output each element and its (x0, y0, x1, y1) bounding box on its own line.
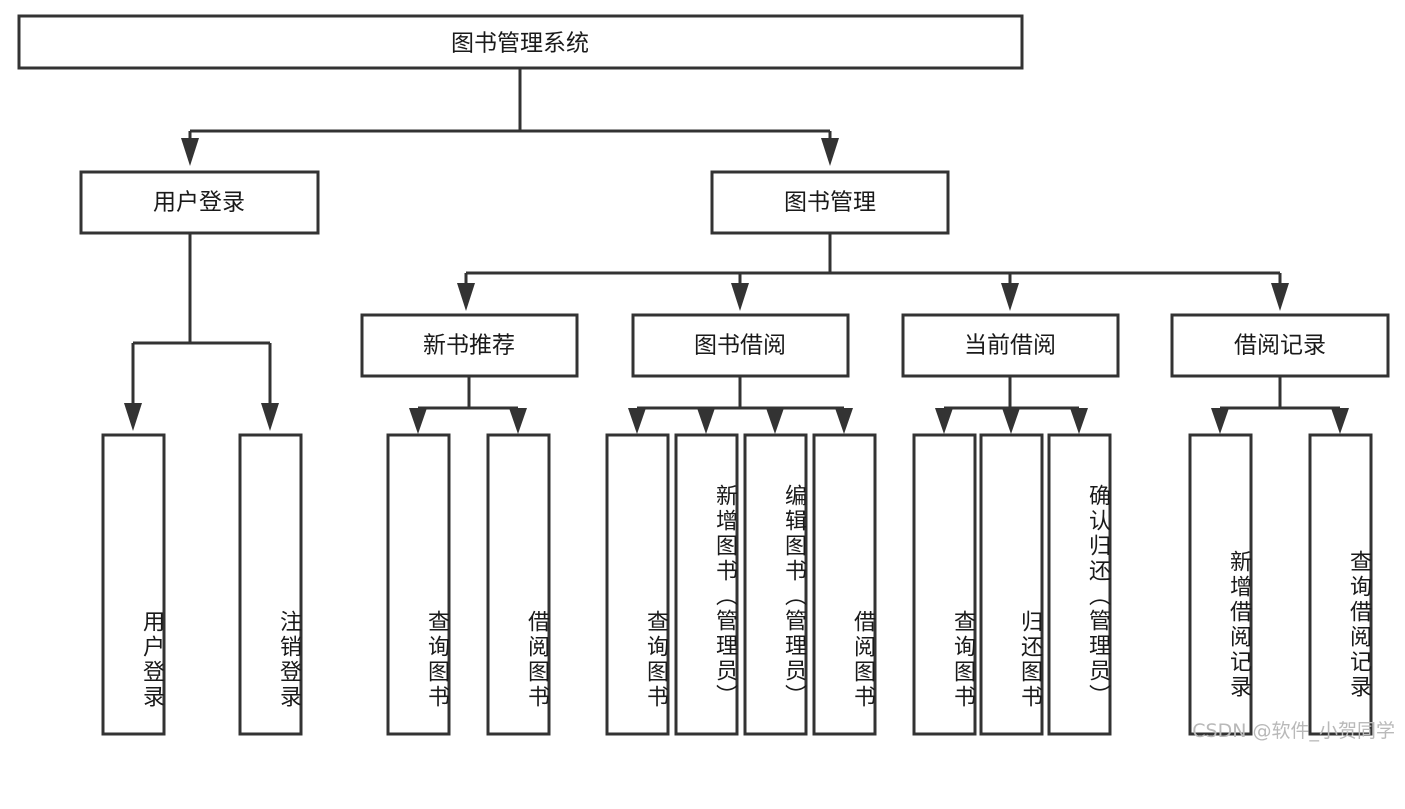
arrow-head-leaf-add-record (1211, 408, 1229, 434)
node-leaf-user-logout-box[interactable] (238, 433, 303, 736)
node-current-borrow-label: 当前借阅 (964, 333, 1056, 359)
node-leaf-user-login-box[interactable] (101, 433, 166, 736)
arrow-head-leaf-query-record (1331, 408, 1349, 434)
connector-group-book-borrow (628, 376, 853, 434)
node-new-book-rec[interactable]: 新书推荐 (360, 313, 579, 378)
arrow-head-leaf-add-book (697, 408, 715, 434)
arrow-head-leaf-query-book-2 (628, 408, 646, 434)
arrow-head-leaf-query-book-3 (935, 408, 953, 434)
node-leaf-query-book-2-box[interactable] (605, 433, 670, 736)
arrow-head-book-borrow (731, 283, 749, 311)
node-book-manage-box[interactable] (710, 170, 950, 235)
arrow-head-leaf-borrow-book-1 (509, 408, 527, 434)
node-book-borrow-label: 图书借阅 (694, 333, 786, 359)
arrow-head-user-login (181, 138, 199, 166)
arrow-head-leaf-edit-book (766, 408, 784, 434)
node-root-label: 图书管理系统 (451, 31, 589, 57)
arrow-head-leaf-return-book (1002, 408, 1020, 434)
node-leaf-borrow-book-2-box[interactable] (812, 433, 877, 736)
connector-group-borrow-record (1211, 376, 1349, 434)
connector-group-book-manage (457, 233, 1289, 311)
node-leaf-add-book-box[interactable] (674, 433, 739, 736)
flowchart-canvas: 图书管理系统 用户登录 图书管理 新书推荐 图书借阅 当前借阅 借阅记录 (17, 14, 1395, 742)
arrow-head-new-book-rec (457, 283, 475, 311)
node-book-borrow[interactable]: 图书借阅 (631, 313, 850, 378)
arrow-head-leaf-borrow-book-2 (835, 408, 853, 434)
node-leaf-add-record-box[interactable] (1188, 433, 1253, 736)
node-leaf-return-book-box[interactable] (979, 433, 1044, 736)
node-user-login-label: 用户登录 (153, 190, 245, 216)
arrow-head-leaf-confirm-return (1070, 408, 1088, 434)
connector-group-current-borrow (935, 376, 1088, 434)
arrow-head-borrow-record (1271, 283, 1289, 311)
node-book-manage-label: 图书管理 (784, 190, 876, 216)
arrow-head-leaf-user-login (124, 403, 142, 431)
arrow-head-book-manage (821, 138, 839, 166)
node-leaf-borrow-book-1-box[interactable] (486, 433, 551, 736)
node-new-book-rec-label: 新书推荐 (423, 333, 515, 359)
node-leaf-query-book-3-box[interactable] (912, 433, 977, 736)
node-borrow-record-label: 借阅记录 (1234, 333, 1326, 359)
arrow-head-current-borrow (1001, 283, 1019, 311)
node-book-borrow-box[interactable] (631, 313, 850, 378)
node-leaf-query-record-box[interactable] (1308, 433, 1373, 736)
arrow-head-leaf-query-book-1 (409, 408, 427, 434)
node-leaf-edit-book-box[interactable] (743, 433, 808, 736)
node-current-borrow-box[interactable] (901, 313, 1120, 378)
connector-group-new-book-rec (409, 376, 527, 434)
node-new-book-rec-box[interactable] (360, 313, 579, 378)
node-borrow-record[interactable]: 借阅记录 (1170, 313, 1390, 378)
node-book-manage[interactable]: 图书管理 (710, 170, 950, 235)
node-root-box[interactable] (17, 14, 1024, 70)
node-root[interactable]: 图书管理系统 (17, 14, 1024, 70)
node-borrow-record-box[interactable] (1170, 313, 1390, 378)
connector-group-root (181, 68, 839, 166)
node-leaf-confirm-return-box[interactable] (1047, 433, 1112, 736)
connector-group-user-login (124, 233, 279, 431)
watermark-text: CSDN @软件_小贺同学 (1192, 720, 1395, 742)
arrow-head-leaf-user-logout (261, 403, 279, 431)
node-current-borrow[interactable]: 当前借阅 (901, 313, 1120, 378)
node-user-login[interactable]: 用户登录 (79, 170, 320, 235)
node-leaf-query-book-1-box[interactable] (386, 433, 451, 736)
flowchart-svg: 图书管理系统 用户登录 图书管理 新书推荐 图书借阅 当前借阅 借阅记录 (17, 14, 1390, 736)
node-user-login-box[interactable] (79, 170, 320, 235)
